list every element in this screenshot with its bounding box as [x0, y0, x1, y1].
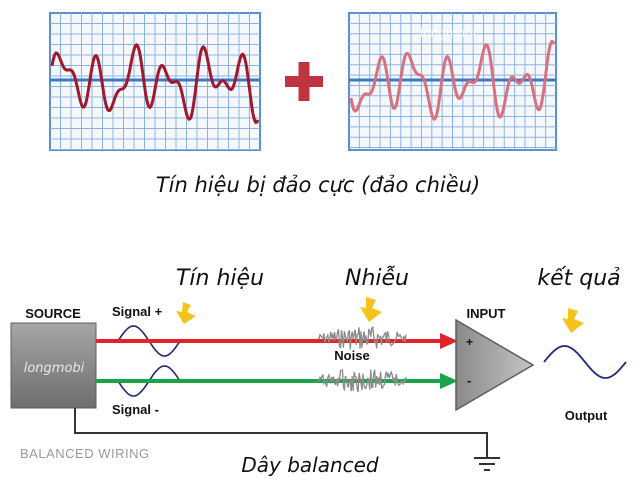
- balanced-wiring-label: BALANCED WIRING: [20, 446, 150, 461]
- red-arrowhead: [440, 333, 458, 349]
- signal-waveform: [50, 42, 260, 125]
- label-signal: Tín hiệu: [176, 266, 264, 291]
- source-watermark: longmobi: [24, 361, 85, 376]
- source-label: SOURCE: [25, 306, 81, 321]
- signal-grid-right: longmobi: [348, 12, 557, 151]
- label-result: kết quả: [537, 266, 620, 291]
- source-box: [10, 322, 97, 409]
- input-plus-sign: +: [466, 335, 473, 349]
- noise-label: Noise: [334, 348, 369, 363]
- arrow-down-icon: [176, 302, 196, 324]
- noise-top: [317, 325, 407, 350]
- output-wave: [543, 345, 627, 379]
- inverted-waveform: [349, 39, 556, 122]
- op-amp: [455, 318, 535, 412]
- label-noise: Nhiễu: [345, 265, 409, 291]
- green-arrowhead: [440, 373, 458, 389]
- noise-bottom: [317, 368, 407, 393]
- signal-grid-left: [49, 12, 261, 151]
- plus-icon: [285, 62, 323, 101]
- ground-icon: [474, 457, 500, 471]
- watermark: longmobi: [420, 26, 476, 40]
- ground-wire: [74, 408, 488, 458]
- signal-minus-label: Signal -: [112, 402, 159, 417]
- input-label: INPUT: [467, 306, 506, 321]
- output-label: Output: [565, 408, 608, 423]
- signal-plus-label: Signal +: [112, 304, 163, 319]
- input-minus-sign: -: [467, 373, 471, 388]
- bottom-caption: Dây balanced: [241, 453, 379, 477]
- top-caption: Tín hiệu bị đảo cực (đảo chiều): [156, 173, 480, 197]
- arrow-down-icon: [360, 297, 382, 322]
- arrow-down-icon: [562, 308, 584, 333]
